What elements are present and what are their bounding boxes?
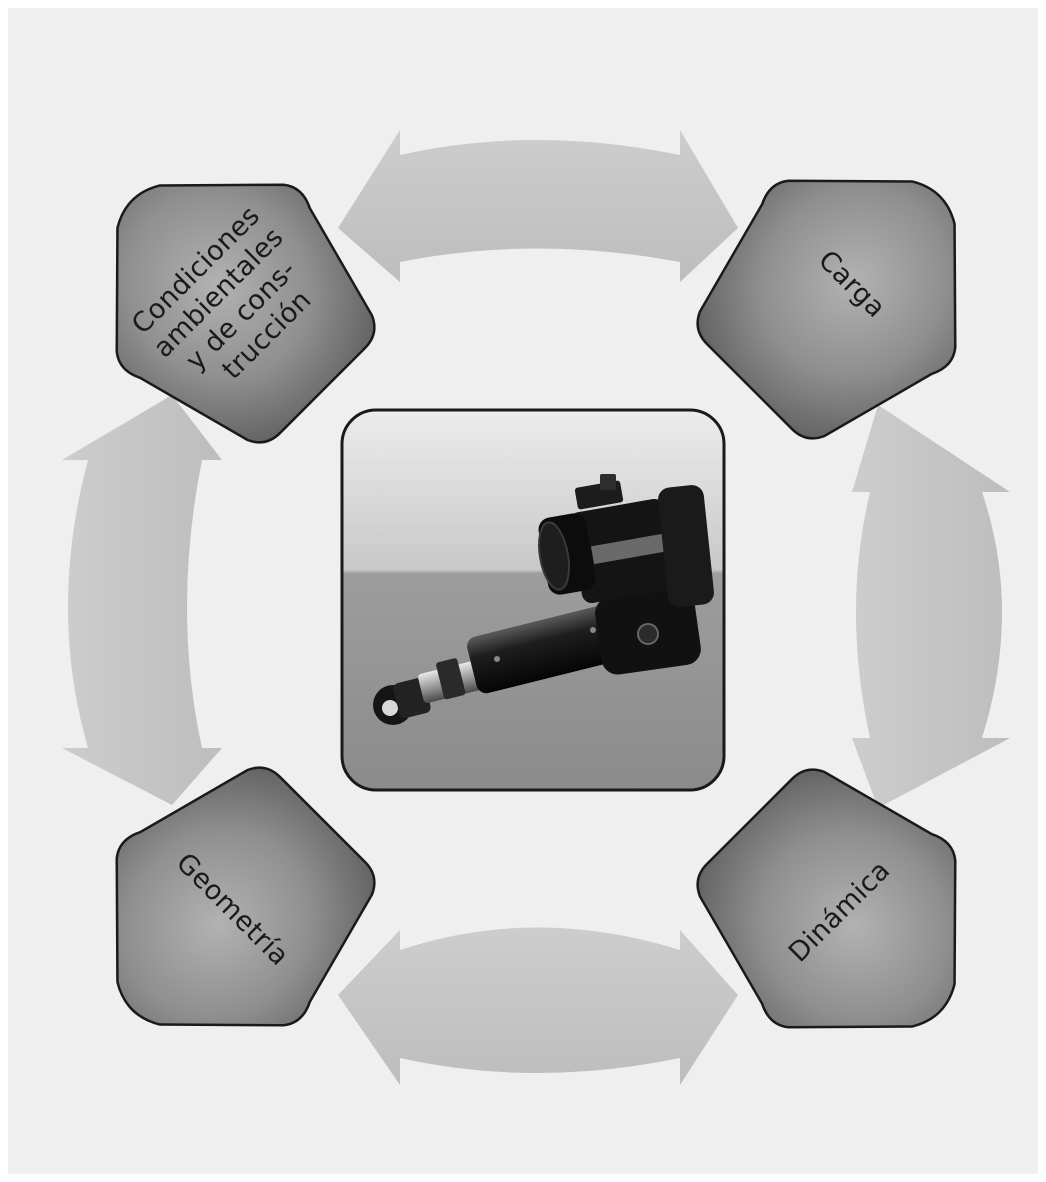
center-panel (342, 410, 724, 790)
